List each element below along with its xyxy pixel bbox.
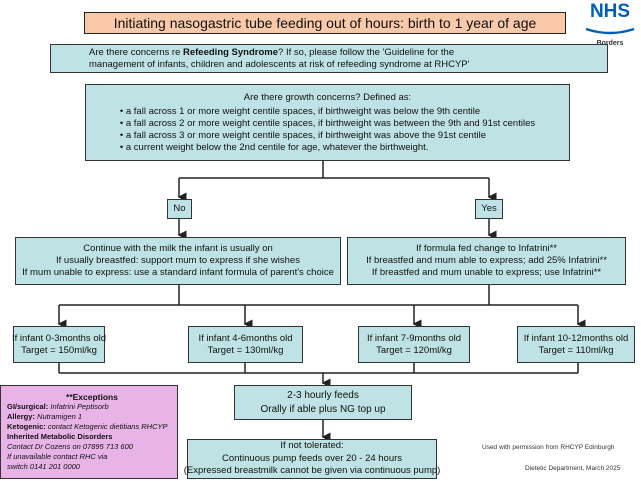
refeeding-pre: Are there concerns re <box>89 46 183 58</box>
not-tolerated-line: If not tolerated: <box>280 440 344 452</box>
target-age: If infant 4-6months old <box>198 332 293 344</box>
refeeding-line2: management of infants, children and adol… <box>89 58 470 70</box>
feeds-line: Orally if able plus NG top up <box>260 403 386 415</box>
not-tolerated-line: Continuous pump feeds over 20 - 24 hours <box>221 452 403 464</box>
exception-label: Inherited Metabolic Disorders <box>7 432 113 441</box>
target-age: If infant 0-3months old <box>12 332 106 344</box>
permission-credit: Used with permission from RHCYP Edinburg… <box>482 444 615 451</box>
feeds-line: 2-3 hourly feeds <box>287 389 359 401</box>
exception-contact: Contact Dr Cozens on 07895 713 600 <box>7 442 133 452</box>
yes-branch-box: If formula fed change to Infatrini** If … <box>347 237 626 285</box>
yes-branch-line: If breastfed and mum unable to express; … <box>371 267 602 278</box>
no-branch-line: Continue with the milk the infant is usu… <box>83 243 273 254</box>
no-branch-line: If usually breastfed: support mum to exp… <box>56 255 300 266</box>
exceptions-box: **Exceptions GI/surgical: Infatrini Pept… <box>0 385 178 479</box>
refeeding-line1: Are there concerns re Refeeding Syndrome… <box>89 47 454 59</box>
contact-line: If unavailable contact RHC via <box>7 452 108 461</box>
logo-subtext: Borders <box>596 40 624 47</box>
logo-wave-icon <box>585 27 635 35</box>
not-tolerated-line: (Expressed breastmilk cannot be given vi… <box>183 465 441 477</box>
contact-line: Contact Dr Cozens on 07895 713 600 <box>7 442 133 451</box>
exception-label: GI/surgical: <box>7 402 49 411</box>
logo-text: NHS <box>589 1 631 22</box>
growth-criterion: a fall across 1 or more weight centile s… <box>120 106 535 118</box>
exception-allergy: Allergy: Nutramigen 1 <box>7 412 82 422</box>
target-age: If infant 7-9months old <box>367 332 461 344</box>
page-title: Initiating nasogastric tube feeding out … <box>84 12 566 34</box>
exception-contact: switch 0141 201 0000 <box>7 462 80 472</box>
growth-criterion: a current weight below the 2nd centile f… <box>120 142 535 154</box>
growth-heading: Are there growth concerns? Defined as: <box>243 91 412 103</box>
target-value: Target = 130ml/kg <box>207 344 284 356</box>
refeeding-box: Are there concerns re Refeeding Syndrome… <box>50 44 608 73</box>
yes-branch-line: If formula fed change to Infatrini** <box>416 243 557 254</box>
target-value: Target = 110ml/kg <box>538 344 614 356</box>
yes-box: Yes <box>475 199 503 219</box>
exceptions-heading: **Exceptions <box>66 392 118 402</box>
contact-line: switch 0141 201 0000 <box>7 462 80 471</box>
yes-label: Yes <box>481 203 497 214</box>
target-value: Target = 120ml/kg <box>376 344 452 356</box>
yes-branch-line: If breastfed and mum able to express; ad… <box>366 255 607 266</box>
exception-ketogenic: Ketogenic: contact Ketogenic dietitians … <box>7 422 168 432</box>
department-credit: Dietetic Department, March 2025 <box>525 465 621 472</box>
nhs-borders-logo: NHS Borders <box>582 2 638 47</box>
no-label: No <box>173 203 186 214</box>
growth-criteria-list: a fall across 1 or more weight centile s… <box>120 106 535 154</box>
no-branch-line: If mum unable to express: use a standard… <box>22 267 334 278</box>
no-box: No <box>167 199 192 219</box>
exception-label: Ketogenic: <box>7 422 46 431</box>
no-branch-box: Continue with the milk the infant is usu… <box>15 237 341 285</box>
growth-criterion: a fall across 2 or more weight centile s… <box>120 118 535 130</box>
exception-value: contact Ketogenic dietitians RHCYP <box>47 422 168 431</box>
exception-label: Allergy: <box>7 412 35 421</box>
refeeding-post: ? If so, please follow the 'Guideline fo… <box>278 46 455 58</box>
exception-imd: Inherited Metabolic Disorders <box>7 432 112 442</box>
growth-criterion: a fall across 3 or more weight centile s… <box>120 130 535 142</box>
exception-gi: GI/surgical: Infatrini Peptisorb <box>7 402 109 412</box>
target-value: Target = 150ml/kg <box>21 344 97 356</box>
refeeding-bold: Refeeding Syndrome <box>183 46 279 58</box>
title-text: Initiating nasogastric tube feeding out … <box>113 15 537 31</box>
not-tolerated-box: If not tolerated: Continuous pump feeds … <box>184 439 440 479</box>
growth-concerns-box: Are there growth concerns? Defined as: a… <box>85 84 570 161</box>
exception-value: Infatrini Peptisorb <box>50 402 109 411</box>
exception-value: Nutramigen 1 <box>37 412 83 421</box>
exception-contact: If unavailable contact RHC via <box>7 452 107 462</box>
target-age: If infant 10-12months old <box>523 332 629 344</box>
